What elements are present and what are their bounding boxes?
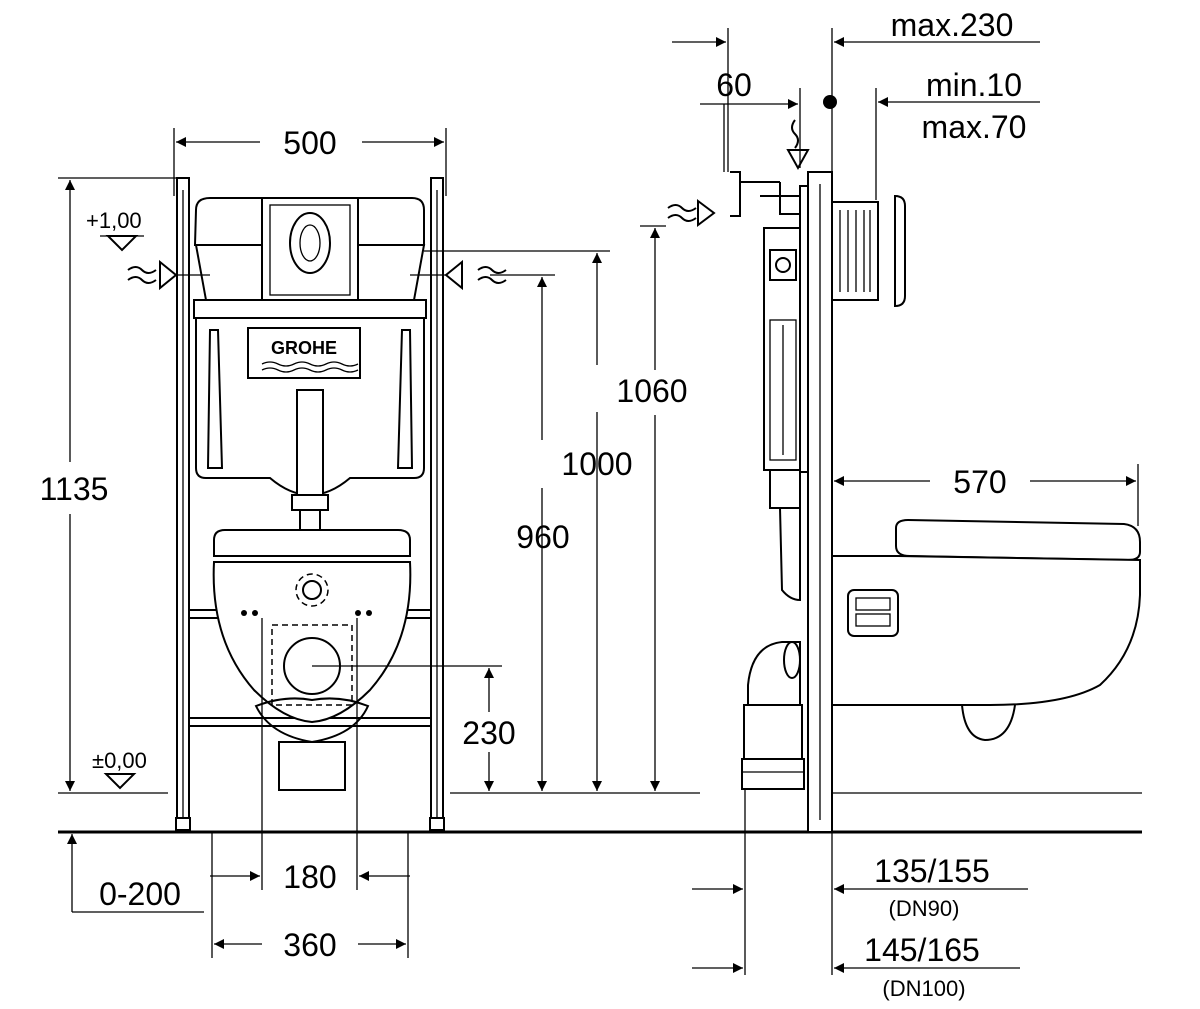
svg-text:135/155: 135/155 [874, 853, 990, 889]
svg-text:145/165: 145/165 [864, 932, 980, 968]
svg-text:(DN100): (DN100) [882, 976, 965, 1001]
dim-total-height: 1135 [40, 177, 178, 791]
cistern-side [667, 119, 810, 602]
floor-lines [58, 792, 1142, 834]
svg-text:60: 60 [716, 67, 752, 103]
level-marker-top: +1,00 [86, 208, 144, 252]
dim-wall-thickness: min.10 max.70 [823, 67, 1040, 200]
svg-text:180: 180 [283, 859, 336, 895]
dim-max-depth: max.230 [672, 7, 1040, 172]
dim-width-frame: 500 [173, 125, 447, 196]
level-marker-floor: ±0,00 [92, 748, 147, 790]
svg-text:max.70: max.70 [922, 109, 1027, 145]
svg-text:570: 570 [953, 464, 1006, 500]
svg-text:1060: 1060 [616, 373, 687, 409]
frame-uprights [175, 177, 445, 831]
svg-text:1000: 1000 [561, 446, 632, 482]
svg-text:+1,00: +1,00 [86, 208, 142, 233]
dim-height-960: 960 [516, 225, 666, 791]
flush-plate-side [831, 194, 906, 308]
dim-foot-spacing: 360 [211, 832, 409, 963]
dim-height-1060: 1060 [424, 250, 688, 791]
svg-text:0-200: 0-200 [99, 876, 181, 912]
dim-drain-offset: 135/155 (DN90) 145/165 (DN100) [692, 789, 1028, 1001]
brand-logo: GROHE [271, 338, 337, 358]
side-view: max.230 60 min.10 max.70 570 [667, 7, 1141, 1001]
dim-projection: 570 [834, 464, 1139, 526]
dim-bolt-spacing: 180 [210, 618, 410, 895]
dim-offset: 60 [700, 67, 801, 172]
dim-drain-height: 230 [312, 665, 516, 791]
toilet-bowl-front [212, 529, 412, 791]
drain-pipe-side [741, 641, 805, 790]
toilet-bowl-side [831, 518, 1141, 742]
svg-text:360: 360 [283, 927, 336, 963]
side-frame [799, 171, 833, 833]
svg-text:max.230: max.230 [891, 7, 1014, 43]
svg-text:500: 500 [283, 125, 336, 161]
mounting-bolts [241, 610, 372, 616]
dim-floor-adjust: 0-200 [67, 834, 204, 913]
svg-text:1135: 1135 [40, 471, 109, 507]
front-view: GROHE [40, 125, 688, 963]
flush-pipe [291, 389, 329, 539]
dim-height-1000: 1000 [490, 274, 633, 791]
svg-text:±0,00: ±0,00 [92, 748, 147, 773]
svg-text:min.10: min.10 [926, 67, 1022, 103]
svg-text:230: 230 [462, 715, 515, 751]
svg-text:960: 960 [516, 519, 569, 555]
svg-text:(DN90): (DN90) [889, 896, 960, 921]
